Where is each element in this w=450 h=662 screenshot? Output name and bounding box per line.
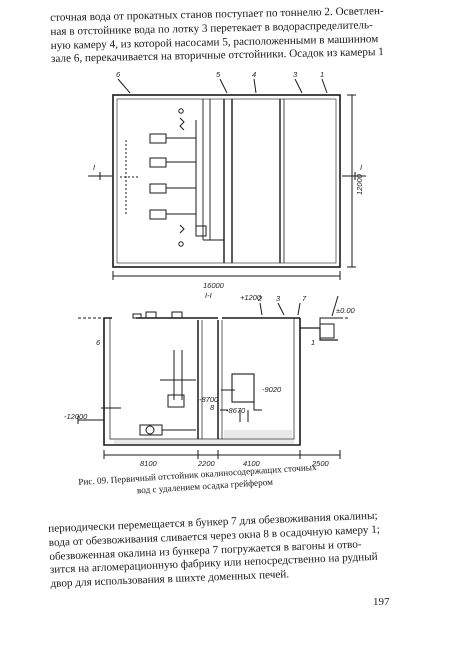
bottom-paragraph: периодически перемещается в бункер 7 для… — [48, 509, 410, 592]
elev-b: -8670 — [226, 406, 246, 415]
elev-left: -12000 — [64, 412, 88, 421]
plan-label-1: 1 — [320, 70, 324, 79]
dim-4: 2500 — [311, 459, 330, 468]
plan-label-5: 5 — [216, 70, 221, 79]
plan-view — [88, 78, 366, 280]
section-label-6: 6 — [96, 338, 101, 347]
section-title: I-I — [205, 291, 212, 300]
plan-height-dim: 12000 — [355, 173, 364, 195]
section-label-3: 3 — [276, 294, 281, 303]
plan-label-4: 4 — [252, 70, 256, 79]
elev-a: -8700 — [199, 395, 219, 404]
section-label-8: 8 — [210, 403, 215, 412]
elev-right: ±0.00 — [336, 306, 356, 315]
elev-top: +1200 — [240, 293, 262, 302]
dim-2: 2200 — [197, 459, 216, 468]
plan-cut-left: I — [93, 163, 95, 172]
section-view — [77, 295, 350, 459]
plan-cut-right: I — [360, 163, 362, 172]
plan-label-3: 3 — [293, 70, 298, 79]
section-label-2: 2 — [257, 294, 263, 303]
elev-c: -9020 — [262, 385, 282, 394]
dim-1: 8100 — [140, 459, 158, 468]
dim-3: 4100 — [243, 459, 261, 468]
plan-width-dim: 16000 — [203, 281, 225, 290]
page-number: 197 — [373, 596, 390, 608]
plan-label-6: 6 — [116, 70, 121, 79]
section-label-1: 1 — [311, 338, 315, 347]
section-label-7: 7 — [302, 294, 307, 303]
